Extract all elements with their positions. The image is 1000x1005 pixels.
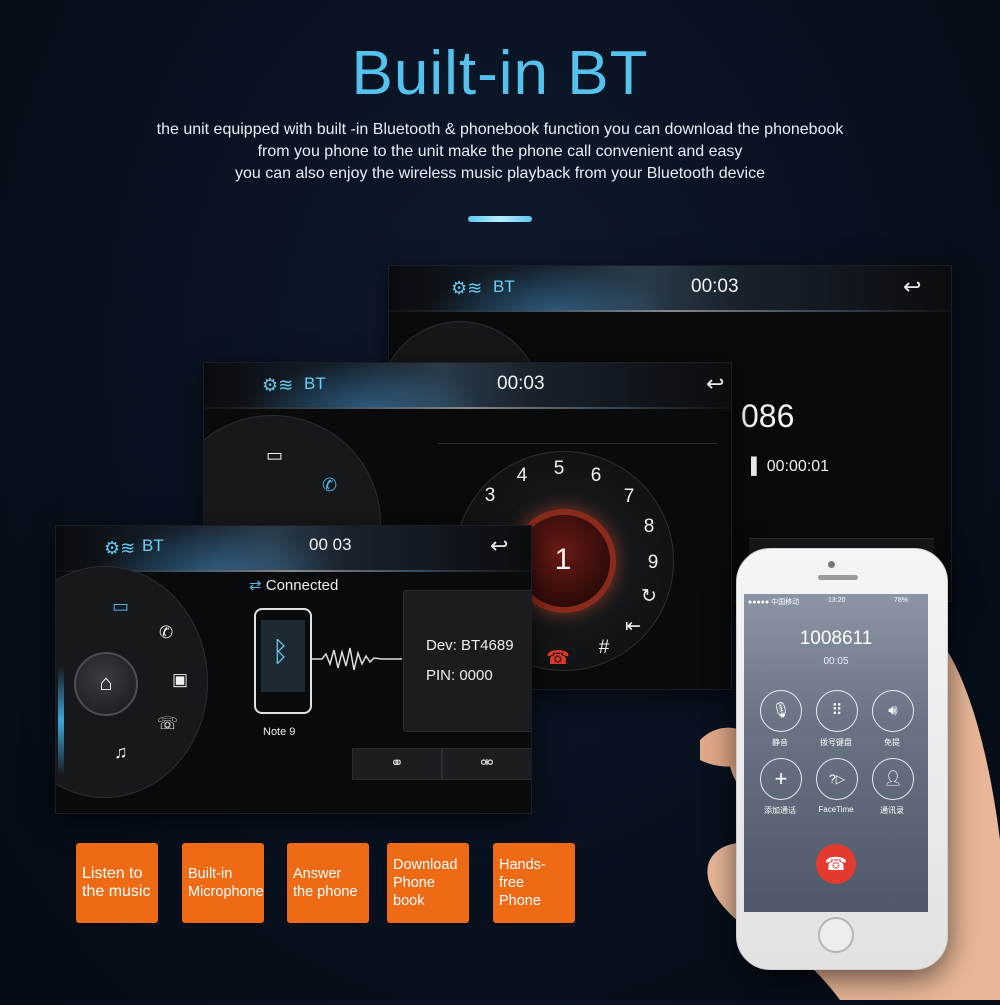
call-time: 00:03 — [691, 276, 739, 297]
phone-dialed-number: 1008611 — [799, 628, 873, 649]
backspace-icon[interactable]: ⇤ — [625, 616, 641, 637]
number-input-field[interactable] — [437, 413, 717, 444]
contacts-icon[interactable]: ▣ — [172, 670, 189, 689]
page-title: Built-in BT — [351, 39, 649, 108]
battery-icon[interactable]: ▭ — [266, 445, 284, 465]
bt-label: BT — [493, 277, 515, 296]
dial-key-8[interactable]: 8 — [643, 516, 655, 537]
keypad-button[interactable]: ⠿ — [816, 690, 858, 732]
phone-call-time: 00:05 — [823, 656, 849, 667]
mute-button[interactable]: 🎙︎ — [760, 690, 802, 732]
facetime-icon: ?▷ — [829, 772, 845, 786]
hang-up-icon: ☎ — [824, 854, 848, 874]
dialpad-icon[interactable]: ✆ — [159, 623, 174, 642]
back-arrow-icon[interactable]: ↩ — [903, 274, 922, 299]
center-digit: 1 — [554, 543, 572, 576]
end-call-icon[interactable]: ☎ — [546, 648, 570, 669]
mic-off-icon: 🎙︎ — [771, 702, 791, 719]
feature-built-in-microphone: Built-in Microphone — [182, 843, 264, 923]
feature-hands-free: Hands-free Phone — [493, 843, 575, 923]
feature-listen-music: Listen to the music — [76, 843, 158, 923]
person-icon: 👤︎ — [883, 770, 903, 787]
bluetooth-settings-icon[interactable]: ⚙︎≋ — [451, 278, 483, 298]
device-name: Note 9 — [263, 726, 296, 738]
link-icon: ⚭ — [390, 755, 404, 772]
screen-connected: ⚙︎≋ BT 00 03 ↩ ▭ ✆ ▣ ☏ ♫ ⌂ ⇄ Connected ᛒ… — [55, 525, 532, 814]
phone-device-icon: ᛒ — [254, 608, 312, 714]
bluetooth-settings-icon[interactable]: ⚙︎≋ — [262, 375, 294, 395]
connected-text: Connected — [265, 577, 339, 594]
dial-key-9[interactable]: 9 — [647, 552, 659, 573]
pin-info: PIN: 0000 — [426, 667, 493, 684]
dial-key-6[interactable]: 6 — [590, 465, 602, 486]
description-line-2: from you phone to the unit make the phon… — [257, 143, 743, 160]
contacts-button[interactable]: 👤︎ — [872, 758, 914, 800]
feature-answer-phone: Answer the phone — [287, 843, 369, 923]
dev-info: Dev: BT4689 — [426, 637, 514, 654]
speaker-icon: 🔊︎ — [888, 702, 898, 719]
call-time: 00:03 — [497, 373, 545, 394]
duration-text: 00:00:01 — [766, 458, 830, 475]
call-time: 00 03 — [309, 535, 352, 554]
title-divider — [468, 216, 532, 222]
mute-label: 静音 — [772, 738, 788, 747]
unlink-button[interactable]: ⚮ — [442, 748, 531, 780]
connected-status: ⇄ Connected — [249, 576, 338, 594]
call-log-icon[interactable]: ☏ — [157, 714, 179, 733]
plus-icon: + — [774, 766, 788, 791]
phone-carrier: ●●●●● 中国移动 — [748, 599, 800, 606]
add-call-label: 添加通话 — [764, 806, 796, 815]
dial-key-5[interactable]: 5 — [553, 458, 565, 479]
phone-home-button[interactable] — [818, 917, 854, 953]
call-center-button[interactable] — [518, 515, 610, 607]
keypad-label: 拨号键盘 — [820, 738, 852, 747]
phone-speaker — [818, 575, 858, 580]
dial-key-3[interactable]: 3 — [484, 485, 496, 506]
home-button[interactable]: ⌂ — [74, 652, 138, 716]
back-arrow-icon[interactable]: ↩ — [490, 533, 509, 558]
redial-icon[interactable]: ↻ — [641, 586, 657, 607]
facetime-button[interactable]: ?▷ — [816, 758, 858, 800]
description-line-1: the unit equipped with built -in Bluetoo… — [156, 121, 844, 138]
dial-key-hash[interactable]: # — [598, 637, 610, 658]
speaker-button[interactable]: 🔊︎ — [872, 690, 914, 732]
blue-edge-glow — [58, 666, 64, 776]
device-info-panel: Dev: BT4689 PIN: 0000 — [403, 590, 531, 732]
signal-wave — [312, 644, 402, 674]
unlink-icon: ⚮ — [480, 755, 494, 772]
keypad-icon: ⠿ — [831, 702, 843, 719]
description-line-3: you can also enjoy the wireless music pl… — [234, 165, 766, 182]
bt-label: BT — [142, 536, 164, 555]
phone-camera — [828, 561, 835, 568]
home-icon: ⌂ — [99, 670, 113, 695]
link-button[interactable]: ⚭ — [352, 748, 442, 780]
dialed-number: 086 — [741, 398, 795, 434]
bluetooth-settings-icon[interactable]: ⚙︎≋ — [104, 538, 136, 558]
contacts-label: 通讯录 — [880, 806, 904, 815]
facetime-label: FaceTime — [818, 805, 854, 814]
dial-key-7[interactable]: 7 — [623, 486, 635, 507]
end-call-button[interactable]: ☎ — [816, 844, 856, 884]
add-call-button[interactable]: + — [760, 758, 802, 800]
phone-battery: 78% — [894, 597, 909, 604]
dialpad-icon[interactable]: ✆ — [322, 475, 338, 495]
connection-icon[interactable]: ▭ — [112, 596, 130, 616]
back-arrow-icon[interactable]: ↩ — [706, 371, 725, 396]
bluetooth-icon: ᛒ — [272, 636, 289, 667]
music-icon[interactable]: ♫ — [114, 742, 128, 762]
phone-screen: ●●●●● 中国移动 13:20 78% 1008611 00:05 🎙︎ ⠿ … — [744, 594, 928, 912]
bt-label: BT — [304, 374, 326, 393]
speaker-label: 免提 — [884, 738, 900, 747]
dial-key-4[interactable]: 4 — [516, 465, 528, 486]
feature-download-phonebook: Download Phone book — [387, 843, 469, 923]
phone-clock: 13:20 — [828, 597, 846, 604]
call-duration: ▌ 00:00:01 — [751, 458, 830, 475]
sync-arrows-icon: ⇄ — [249, 577, 262, 594]
